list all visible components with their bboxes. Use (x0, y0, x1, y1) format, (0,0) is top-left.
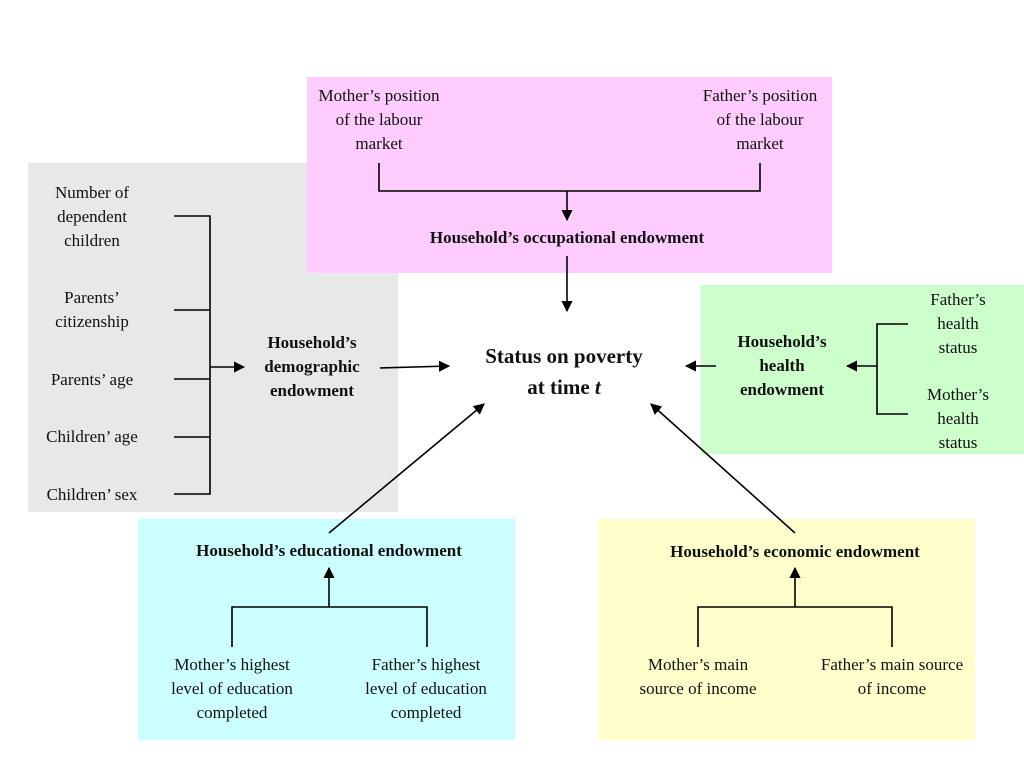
occupational-endowment-label: Household’s occupational endowment (429, 228, 705, 247)
father-education-level: Father’s highest level of education comp… (365, 655, 487, 722)
demographic-item-children-sex: Children’ sex (46, 485, 138, 504)
poverty-status-title: Status on poverty (485, 344, 643, 368)
time-prefix: at time (527, 375, 595, 399)
time-variable: t (594, 375, 601, 399)
occupational-panel (307, 77, 832, 273)
occupational-bracket (378, 163, 761, 192)
poverty-status-node: Status on poverty at time t (458, 341, 670, 403)
mother-labour-position: Mother’s position of the labour market (318, 86, 440, 153)
mother-health-status: Mother’s health status (926, 385, 989, 452)
mother-education-level: Mother’s highest level of education comp… (171, 655, 293, 722)
educational-bracket (231, 606, 428, 647)
poverty-status-time: at time t (458, 372, 670, 403)
health-bracket (876, 323, 908, 415)
father-income-source: Father’s main source of income (820, 655, 964, 698)
health-panel (701, 285, 1024, 454)
economic-bracket (697, 606, 893, 647)
demographic-item-dependent-children: Number of dependent children (54, 183, 130, 250)
educational-endowment-label: Household’s educational endowment (196, 541, 462, 560)
economic-endowment-label: Household’s economic endowment (670, 542, 920, 561)
educational-to-status-arrow (328, 403, 485, 534)
demographic-bracket (174, 215, 211, 495)
economic-to-status-arrow (650, 403, 796, 534)
demographic-item-parents-age: Parents’ age (50, 370, 134, 389)
father-labour-position: Father’s position of the labour market (702, 86, 818, 153)
demographic-to-status-arrow (379, 360, 451, 372)
demographic-item-parents-citizenship: Parents’ citizenship (55, 288, 129, 331)
father-health-status: Father’s health status (930, 290, 986, 357)
health-endowment-label: Household’s health endowment (737, 332, 827, 399)
demographic-item-children-age: Children’ age (46, 427, 138, 446)
educational-panel (138, 519, 515, 740)
economic-panel (598, 519, 975, 740)
demographic-endowment-label: Household’s demographic endowment (264, 333, 360, 400)
mother-income-source: Mother’s main source of income (639, 655, 757, 698)
